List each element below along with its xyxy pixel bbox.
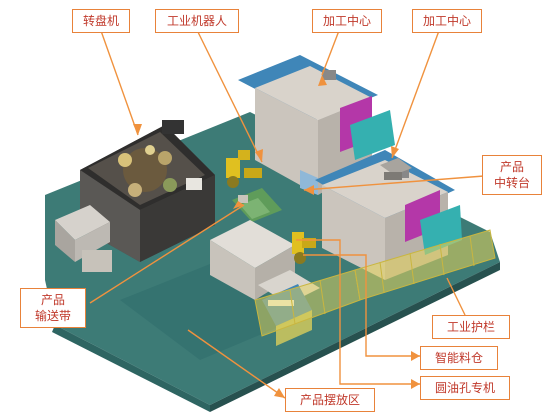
label-oil-hole-machine: 圆油孔专机: [420, 376, 510, 400]
floor-edge-right: [210, 262, 500, 412]
turntable-machine: [80, 120, 215, 262]
leader-oil-hole: [296, 239, 420, 385]
industrial-robot-center: [292, 232, 316, 264]
leader-conveyor: [89, 204, 245, 304]
leader-placement: [187, 329, 286, 399]
label-machining-center-2: 加工中心: [412, 9, 482, 33]
label-product-conveyor: 产品 输送带: [20, 288, 86, 328]
product-conveyor-belt: [232, 188, 282, 222]
side-cabinet: [55, 205, 112, 272]
leader-smart-bin: [303, 254, 420, 357]
industrial-guardrail: [254, 229, 496, 337]
product-placement-area: [120, 262, 300, 360]
label-product-placement-area: 产品摆放区: [285, 388, 375, 412]
arrowheads: [133, 75, 420, 398]
leader-robot: [195, 27, 263, 163]
label-industrial-guardrail: 工业护栏: [432, 315, 510, 339]
label-smart-bin: 智能料仓: [420, 346, 498, 370]
label-industrial-robot: 工业机器人: [155, 9, 239, 33]
leader-mc1: [321, 27, 341, 76]
leader-guardrail-a: [446, 277, 466, 316]
leader-lines: [89, 27, 485, 399]
leader-turntable: [99, 27, 139, 136]
label-turntable: 转盘机: [72, 9, 130, 33]
leader-mc2: [391, 27, 441, 159]
product-transfer-table: [380, 158, 412, 180]
label-product-transfer-table: 产品 中转台: [482, 155, 542, 195]
leader-transfer: [303, 175, 485, 191]
industrial-robot: [226, 150, 262, 188]
label-machining-center-1: 加工中心: [312, 9, 382, 33]
floor-edge: [52, 325, 210, 412]
